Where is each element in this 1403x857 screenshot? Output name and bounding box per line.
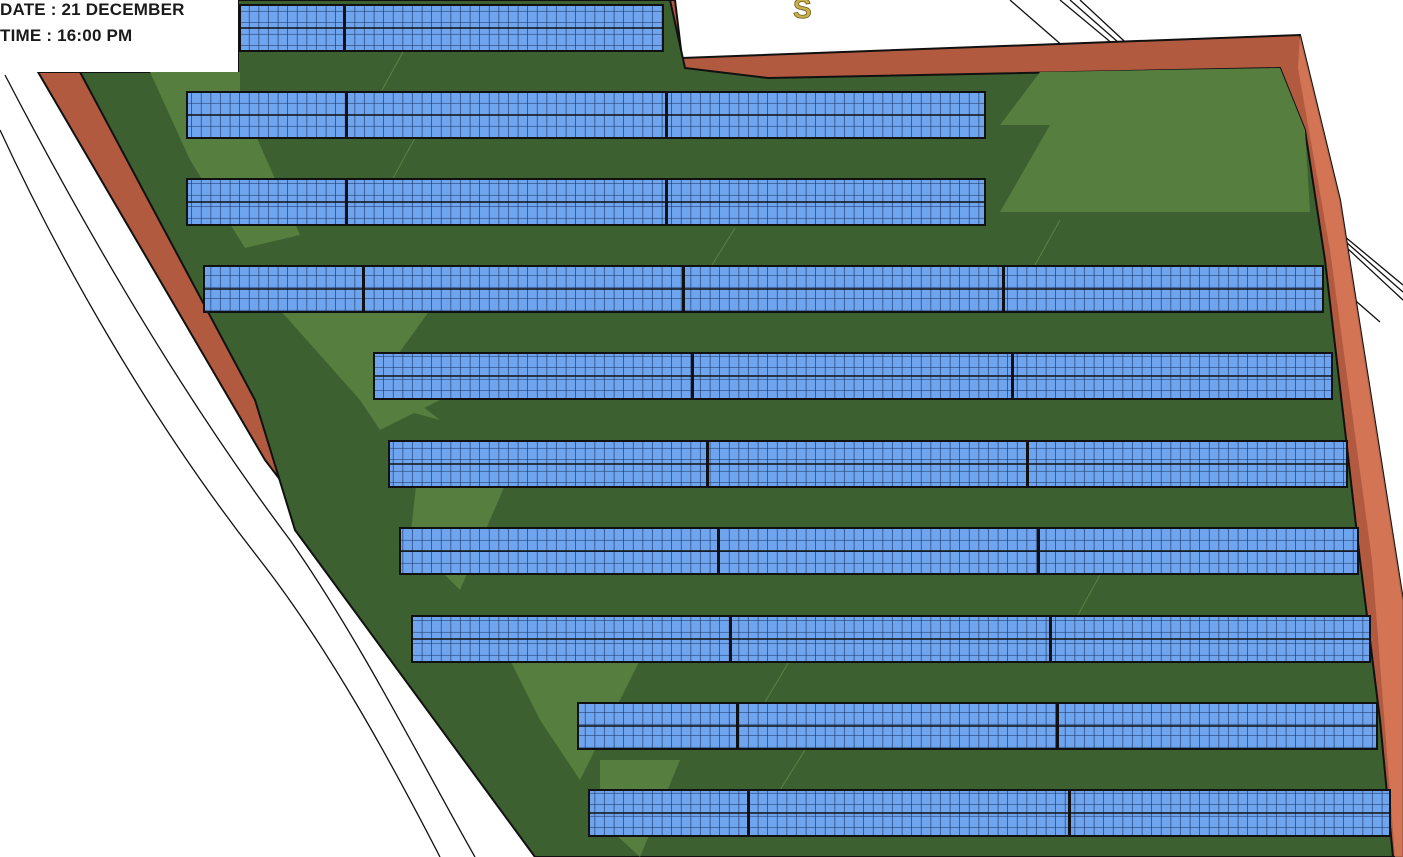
road-edge-outer — [0, 129, 441, 857]
time-label: TIME : 16:00 PM — [0, 26, 133, 45]
panel-row — [186, 178, 986, 226]
sun-position-info-box: DATE : 21 DECEMBER TIME : 16:00 PM — [0, 0, 238, 72]
date-label: DATE : 21 DECEMBER — [0, 0, 185, 19]
panel-row — [577, 702, 1378, 750]
lit-ground-rays — [381, 51, 1101, 791]
solar-panel-rows — [186, 4, 1391, 837]
panel-row — [588, 789, 1391, 837]
panel-row — [373, 352, 1333, 400]
road-edge-inner — [4, 74, 476, 857]
panel-row — [203, 265, 1324, 313]
panel-row — [186, 91, 986, 139]
panel-row — [239, 4, 664, 52]
boundary-band-lit — [1298, 35, 1403, 857]
panel-row — [399, 527, 1359, 575]
orientation-mark: S — [793, 0, 812, 24]
panel-row — [411, 615, 1371, 663]
panel-row — [388, 440, 1348, 488]
